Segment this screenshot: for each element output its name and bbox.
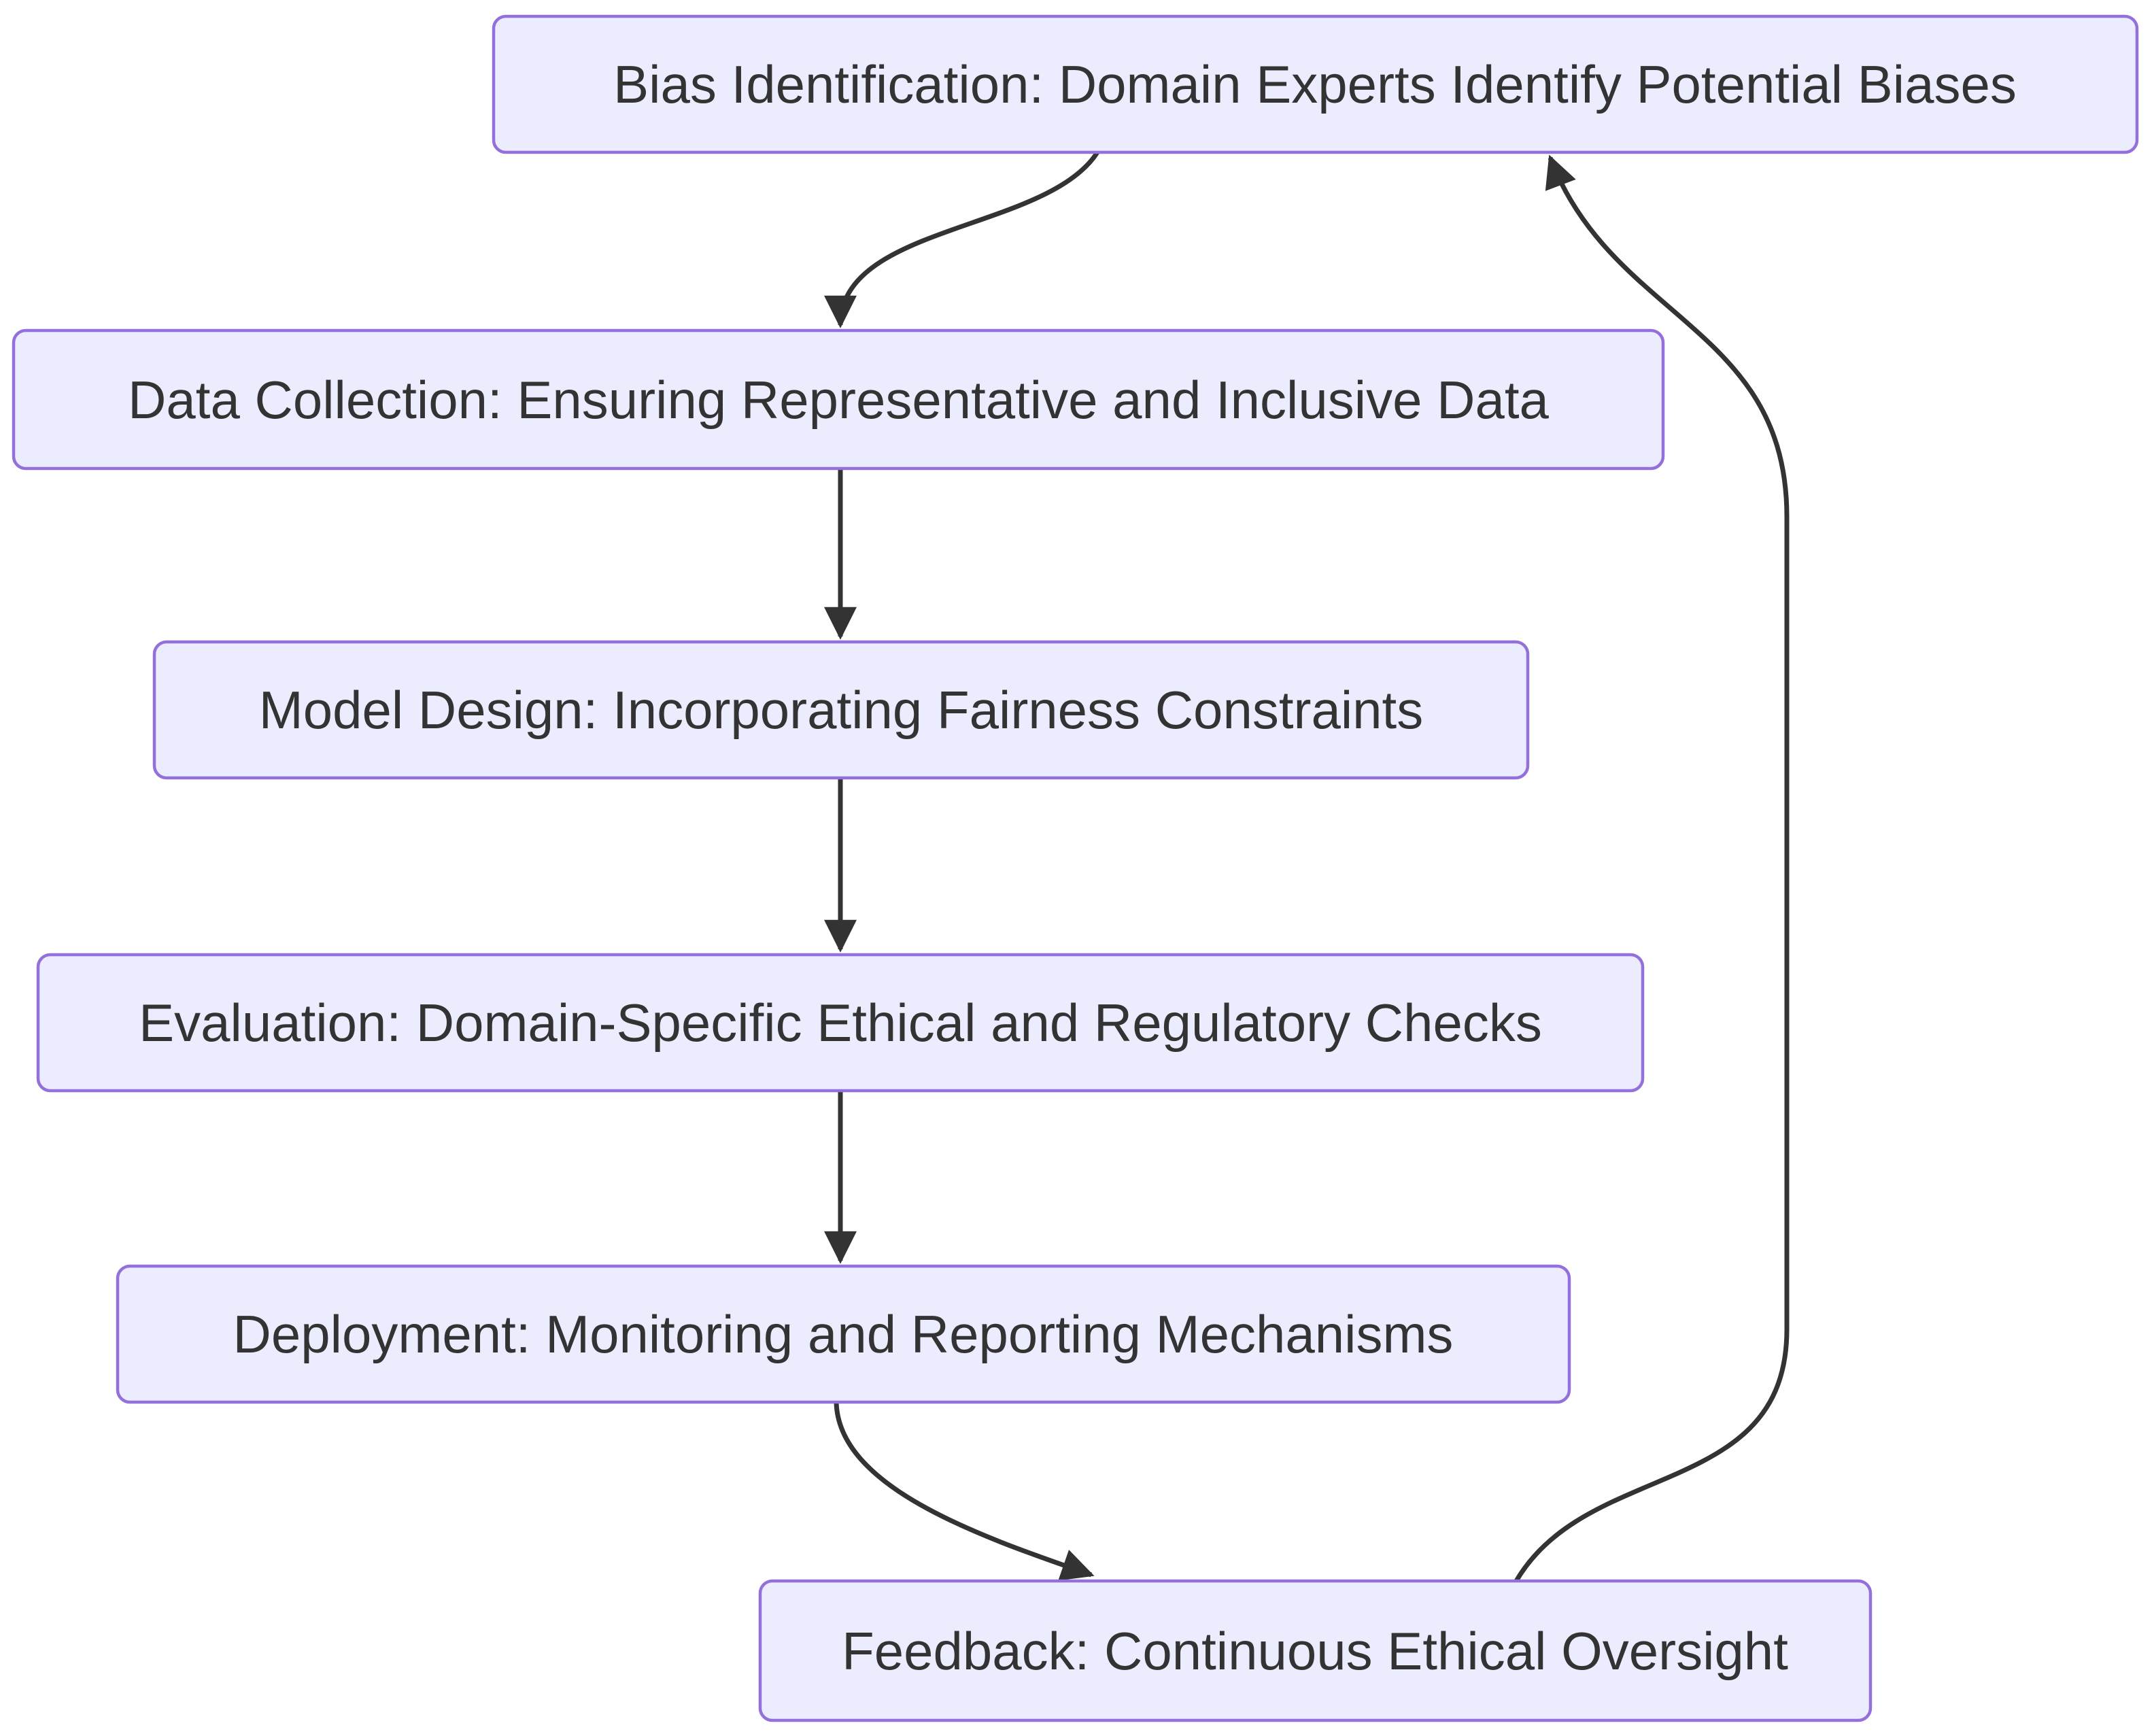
node-label: Evaluation: Domain-Specific Ethical and … xyxy=(139,993,1542,1053)
node-box xyxy=(492,14,2139,154)
edge-feedback-to-bias-identification xyxy=(1514,154,1790,1582)
node-feedback: Feedback: Continuous Ethical Oversight xyxy=(758,1579,1873,1722)
node-data-collection: Data Collection: Ensuring Representative… xyxy=(12,328,1665,471)
node-box xyxy=(36,953,1645,1093)
edge-deployment-to-feedback xyxy=(834,1401,1095,1581)
node-label: Feedback: Continuous Ethical Oversight xyxy=(842,1621,1788,1681)
node-box xyxy=(116,1264,1571,1404)
node-bias-identification: Bias Identification: Domain Experts Iden… xyxy=(492,14,2139,154)
node-label: Bias Identification: Domain Experts Iden… xyxy=(613,54,2017,114)
edge-bias-identification-to-data-collection xyxy=(824,151,1099,328)
node-box xyxy=(758,1579,1873,1722)
node-deployment: Deployment: Monitoring and Reporting Mec… xyxy=(116,1264,1571,1404)
node-label: Deployment: Monitoring and Reporting Mec… xyxy=(233,1304,1454,1364)
node-label: Data Collection: Ensuring Representative… xyxy=(128,370,1549,430)
node-label: Model Design: Incorporating Fairness Con… xyxy=(259,680,1423,740)
node-box xyxy=(12,328,1665,471)
node-box xyxy=(152,640,1530,780)
node-evaluation: Evaluation: Domain-Specific Ethical and … xyxy=(36,953,1645,1093)
node-model-design: Model Design: Incorporating Fairness Con… xyxy=(152,640,1530,780)
